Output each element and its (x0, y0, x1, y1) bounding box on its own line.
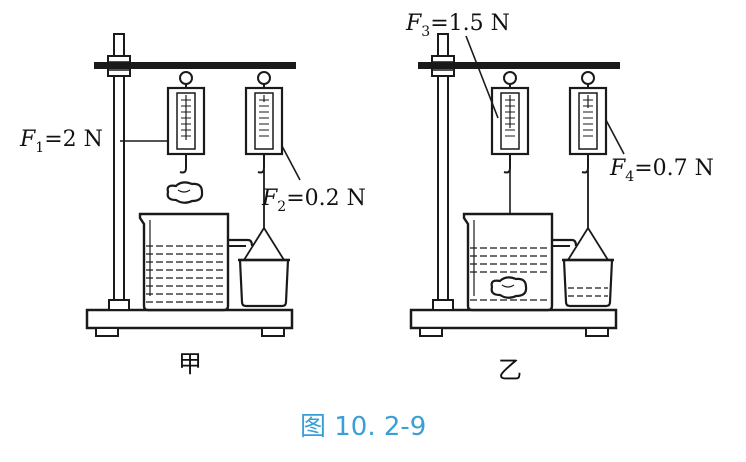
panel-label-yi: 乙 (498, 356, 522, 384)
stone-object (490, 276, 528, 299)
stand-base (85, 308, 294, 330)
collection-cup (562, 258, 614, 308)
force-label-f2: F2=0.2 N (261, 186, 366, 215)
spring-scale-right (243, 71, 285, 261)
spring-scale-left (490, 71, 530, 280)
panel-label-jia: 甲 (178, 350, 202, 378)
base-foot-left (95, 327, 119, 337)
stone-object (166, 181, 204, 204)
panel-jia: F1=2 N F2=0.2 N 甲 (19, 33, 366, 378)
base-foot-right (585, 327, 609, 337)
collection-cup (238, 258, 290, 308)
stand-crossbar (94, 62, 296, 69)
spring-scale-left (166, 71, 206, 174)
stand-base (409, 308, 618, 330)
figure-caption: 图 10. 2-9 (300, 412, 426, 442)
panel-yi: F3=1.5 N F4=0.7 N 乙 (405, 11, 714, 384)
force-label-f4: F4=0.7 N (609, 156, 714, 185)
spring-scale-right (567, 71, 609, 261)
force-label-f3: F3=1.5 N (405, 11, 510, 40)
overflow-beaker (462, 212, 578, 312)
base-foot-left (419, 327, 443, 337)
stand-crossbar (418, 62, 620, 69)
overflow-beaker (138, 212, 254, 312)
base-foot-right (261, 327, 285, 337)
force-label-f1: F1=2 N (19, 127, 103, 156)
